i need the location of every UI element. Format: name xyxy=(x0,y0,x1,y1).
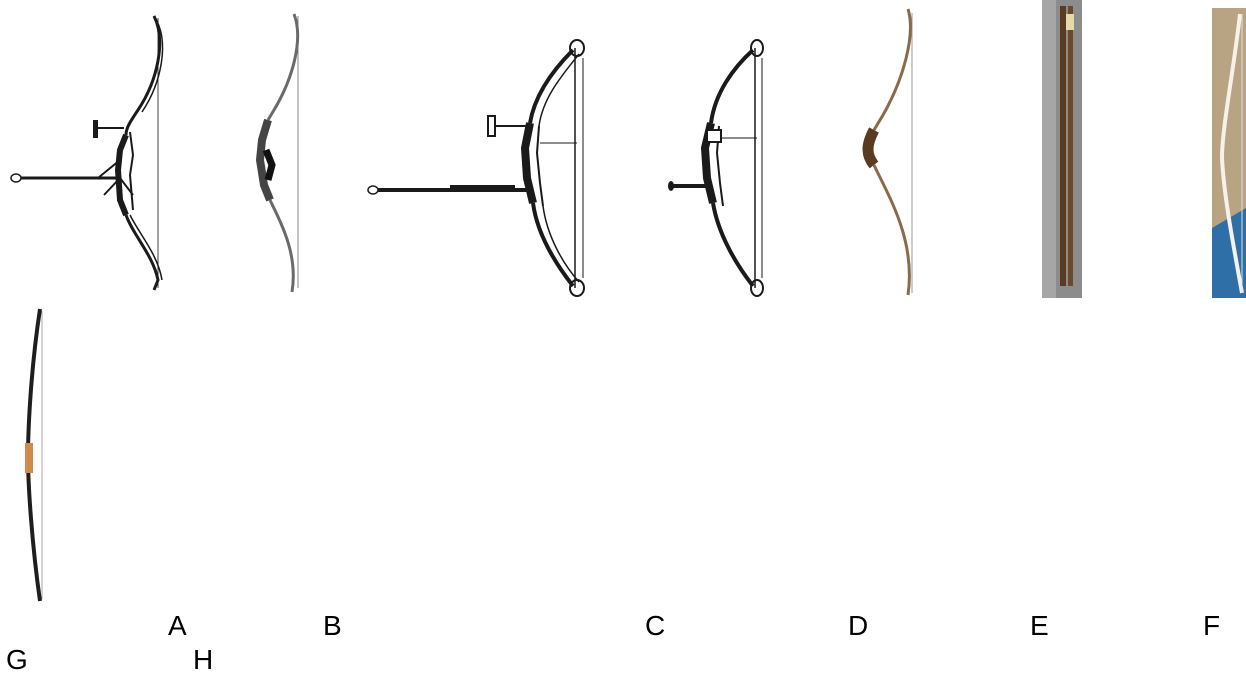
label-e: E xyxy=(1030,612,1049,640)
label-h: H xyxy=(193,646,213,674)
bow-figure-2 xyxy=(232,10,312,295)
label-f: F xyxy=(1203,612,1220,640)
bow-figure-7 xyxy=(1212,8,1246,298)
bow-figure-8 xyxy=(20,305,60,605)
label-c: C xyxy=(645,612,665,640)
bow-figure-3 xyxy=(365,38,590,300)
label-d: D xyxy=(848,612,868,640)
bow-figure-1 xyxy=(8,10,173,295)
label-b: B xyxy=(323,612,342,640)
bow-figure-6 xyxy=(1042,0,1082,298)
bow-figure-4 xyxy=(663,38,773,300)
label-a: A xyxy=(168,612,187,640)
label-g: G xyxy=(6,646,28,674)
bow-figure-5 xyxy=(848,5,923,300)
